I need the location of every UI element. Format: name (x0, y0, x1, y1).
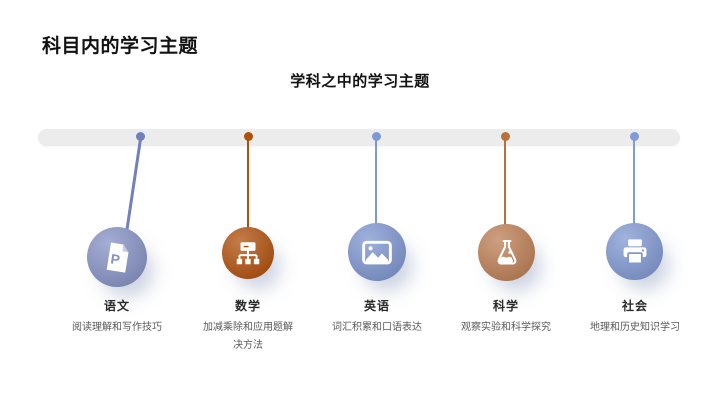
pendulum-line (246, 139, 250, 229)
timeline-dot (135, 131, 145, 141)
document-p-icon: P (106, 242, 128, 273)
page-title: 科目内的学习主题 (42, 36, 199, 57)
subject-label: 数学 加减乘除和应用题解决方法 (188, 297, 308, 354)
subject-label: 英语 词汇积累和口语表达 (317, 297, 437, 337)
subject-label: 语文 阅读理解和写作技巧 (57, 297, 177, 337)
timeline-dot (243, 131, 253, 141)
subject-description: 阅读理解和写作技巧 (72, 322, 162, 333)
subject-description: 观察实验和科学探究 (461, 322, 551, 333)
pendulum-line (374, 139, 378, 225)
subject-name: 英语 (363, 299, 390, 313)
subject-circle-english[interactable] (348, 223, 406, 281)
subject-name: 语文 (103, 299, 130, 313)
sitemap-icon (236, 242, 260, 265)
pendulum-line (124, 138, 142, 233)
subject-name: 数学 (234, 299, 261, 313)
subject-circle-science[interactable] (478, 224, 535, 281)
subject-description: 加减乘除和应用题解决方法 (203, 322, 293, 351)
timeline-bar (38, 129, 680, 146)
slide-subtitle: 学科之中的学习主题 (290, 73, 430, 90)
printer-icon (623, 238, 646, 264)
pendulum-line (503, 139, 507, 226)
flask-icon (497, 239, 516, 265)
svg-text:P: P (109, 251, 120, 267)
timeline-dot (371, 131, 381, 141)
subject-circle-math[interactable] (222, 227, 274, 279)
timeline-dot (629, 131, 639, 141)
subject-description: 词汇积累和口语表达 (332, 322, 422, 333)
subject-circle-society[interactable] (606, 223, 663, 280)
subject-circle-chinese[interactable]: P (87, 227, 147, 287)
image-icon (362, 240, 392, 265)
subject-label: 社会 地理和历史知识学习 (575, 297, 695, 337)
timeline-dot (500, 131, 510, 141)
subject-label: 科学 观察实验和科学探究 (446, 297, 566, 337)
subject-name: 社会 (621, 299, 648, 313)
subject-description: 地理和历史知识学习 (590, 322, 680, 333)
pendulum-line (632, 139, 636, 225)
subject-name: 科学 (492, 299, 519, 313)
